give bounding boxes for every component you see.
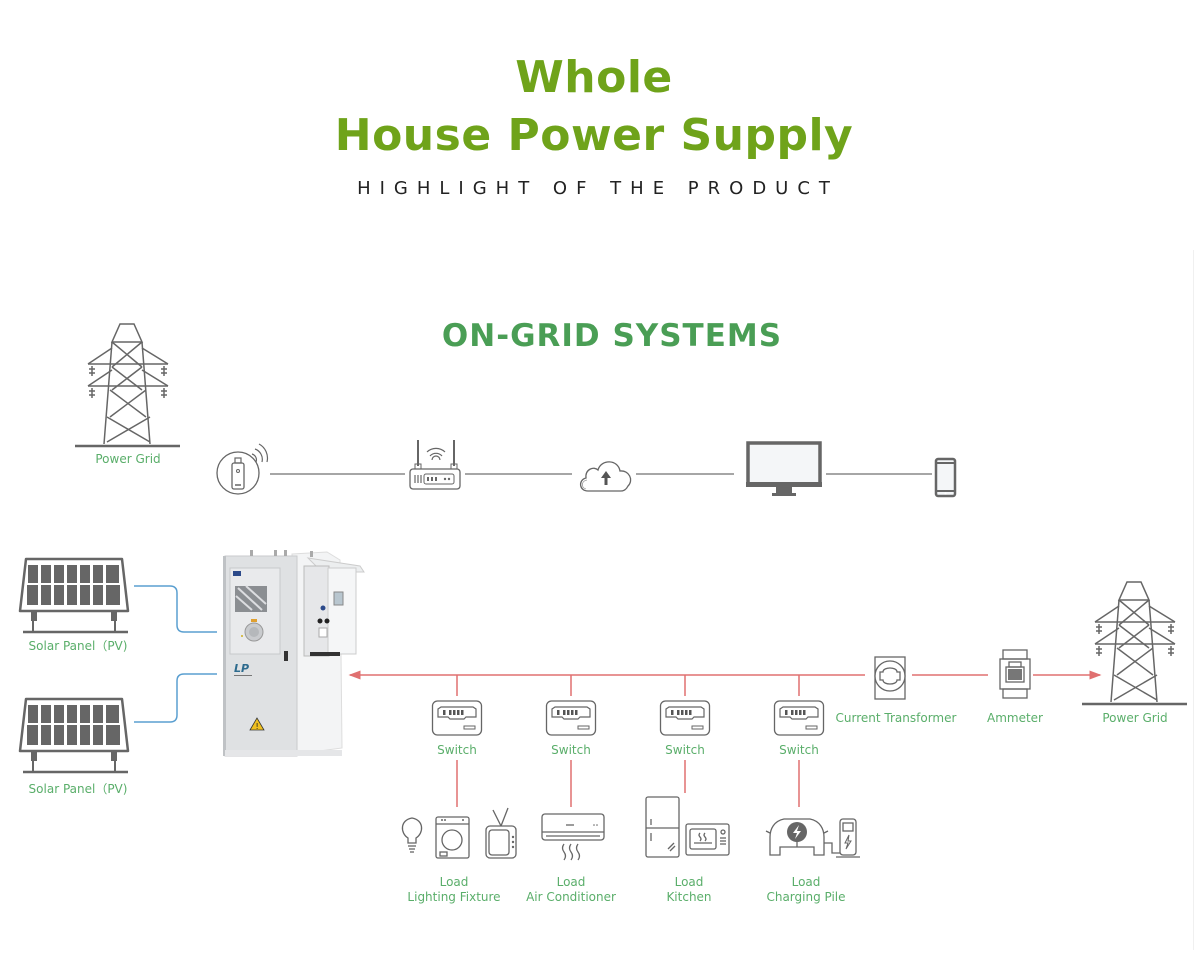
current-transformer-label: Current Transformer [835, 711, 957, 725]
solar-panel-label-1: Solar Panel（PV) [28, 639, 128, 653]
title-line-2: House Power Supply [334, 110, 854, 161]
power-tower-icon-right [1082, 581, 1187, 706]
dc-line-pv1 [134, 585, 217, 633]
solar-panel-label-2: Solar Panel（PV) [28, 782, 128, 796]
power-tower-icon [75, 323, 180, 448]
router-icon [409, 440, 461, 490]
cloud-upload-icon [579, 461, 632, 492]
solar-panel-icon-1 [18, 557, 130, 634]
current-transformer-icon [874, 656, 906, 700]
load-type: Load [791, 875, 821, 889]
title-line-1: Whole [515, 52, 673, 103]
dongle-icon [216, 443, 269, 495]
switch-label: Switch [437, 743, 477, 757]
switch-4: Switch [769, 699, 829, 763]
switch-label: Switch [551, 743, 591, 757]
load-name: Lighting Fixture [407, 890, 501, 904]
switch-label: Switch [665, 743, 705, 757]
switch-2: Switch [541, 699, 601, 763]
subtitle: HIGHLIGHT OF THE PRODUCT [357, 178, 839, 199]
ammeter-label: Ammeter [987, 711, 1043, 725]
load-type: Load [674, 875, 704, 889]
power-grid-label-top: Power Grid [95, 452, 161, 466]
load-type: Load [556, 875, 586, 889]
switch-icon [431, 700, 483, 736]
switch-icon [773, 700, 825, 736]
monitor-icon [746, 441, 822, 496]
svg-text:LP: LP [234, 662, 249, 675]
load-name: Kitchen [666, 890, 712, 904]
lighting-washer-tv-icon [401, 807, 517, 859]
solar-panel-icon-2 [18, 697, 130, 774]
switch-icon [659, 700, 711, 736]
section-title: ON-GRID SYSTEMS [441, 318, 783, 354]
ev-charger-icon [765, 818, 860, 858]
switch-icon [545, 700, 597, 736]
power-grid-label-right: Power Grid [1102, 711, 1168, 725]
air-conditioner-icon [541, 813, 605, 861]
dc-line-pv2 [134, 673, 217, 723]
divider [1193, 250, 1194, 950]
energy-storage-cabinet: LP ! [223, 550, 365, 757]
ammeter-icon [999, 649, 1031, 699]
switch-1: Switch [427, 699, 487, 763]
svg-text:!: ! [256, 722, 259, 731]
load-type: Load [439, 875, 469, 889]
fridge-microwave-icon [645, 796, 730, 858]
switch-3: Switch [655, 699, 715, 763]
switch-label: Switch [779, 743, 819, 757]
load-name: Air Conditioner [526, 890, 616, 904]
load-name: Charging Pile [766, 890, 846, 904]
phone-icon [934, 457, 957, 498]
